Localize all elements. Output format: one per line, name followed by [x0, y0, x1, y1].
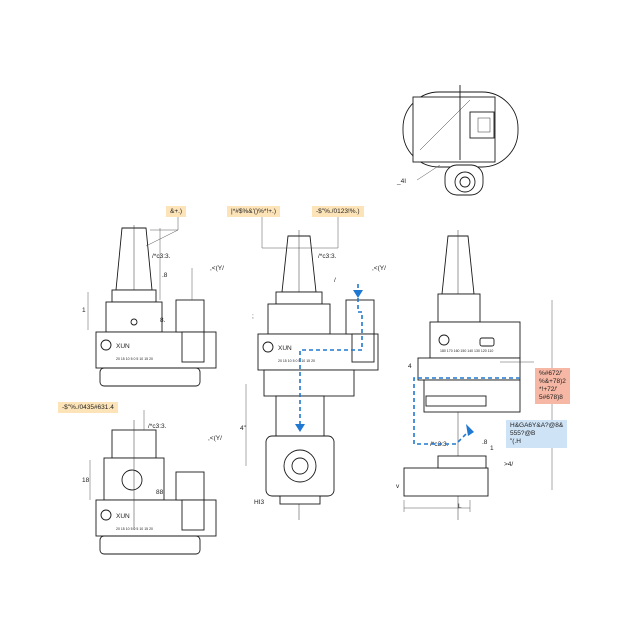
leader-line: [145, 229, 179, 247]
dim-label: 4: [408, 363, 412, 370]
brand-label: XUN: [116, 513, 130, 520]
unit-right: 4 /*c3:3. .8 1 >4/ v L 180 170 160 150 1…: [396, 230, 553, 520]
scale-label: 20 15 10 5 0 5 10 15 20: [278, 359, 315, 363]
dim-label: .8: [162, 272, 168, 279]
callout-tag-e: %#672/' %&+78)2 *!+72/' 5#678)8: [535, 368, 570, 404]
dim-label: .8: [482, 439, 488, 446]
dim-label: /*c3:3.: [318, 253, 337, 260]
dim-label: ,<(Y/: [372, 265, 386, 272]
dim-label: v: [396, 483, 400, 490]
callout-line: %&+78)2: [539, 378, 566, 385]
dim-label: ,<(Y/: [208, 435, 222, 442]
callout-tag-c: -$"%./0123!%.): [312, 206, 364, 217]
callout-tag-a: &+.): [166, 206, 187, 217]
dim-label: _4I: [396, 178, 406, 185]
unit-left-bottom: /*c3:3. ,<(Y/ 18 88 XUN 20 15 10 5 0 5 1…: [82, 410, 222, 555]
dim-label: /*c3:3.: [148, 423, 167, 430]
callout-line: %#672/': [539, 370, 563, 377]
scale-label: 20 15 10 5 0 5 10 15 20: [116, 357, 153, 361]
dim-label: 18: [82, 477, 90, 484]
callout-line: H&GA6Y&A?@8&: [510, 422, 564, 429]
callout-tag-b: |*#$%&'()%*!+.): [227, 206, 281, 217]
callout-line: "(.H: [510, 438, 521, 445]
dim-label: ,<(Y/: [210, 265, 224, 272]
dim-label: L: [458, 503, 462, 510]
callout-tag-f: H&GA6Y&A?@8& 555?@B "(.H: [506, 420, 568, 448]
dim-label: 4": [240, 425, 247, 432]
callout-line: 5#678)8: [539, 394, 563, 401]
dim-label: /*c3:3.: [152, 253, 171, 260]
scale-label: 180 170 160 150 140 130 120 110: [440, 349, 493, 353]
scale-label: 20 15 10 5 0 5 10 15 20: [116, 527, 153, 531]
unit-center: /*c3:3. ,<(Y/ / ; 4" HI3 XUN 20 15 10 5 …: [240, 210, 386, 520]
dim-label: 8.: [160, 317, 166, 324]
dim-label: /: [334, 277, 336, 284]
brand-label: XUN: [278, 345, 292, 352]
top-view: _4I: [396, 85, 519, 196]
dim-label: 1: [490, 445, 494, 452]
dim-label: 88: [156, 489, 164, 496]
brand-label: XUN: [116, 343, 130, 350]
dim-label: ;: [252, 313, 254, 320]
callout-tag-d: -$"%./0435#631.4: [58, 402, 118, 413]
dim-label: HI3: [254, 499, 265, 506]
callout-line: 555?@B: [510, 430, 536, 437]
callout-line: *!+72/': [539, 386, 558, 393]
dim-label: 1: [82, 307, 86, 314]
unit-left-top: /*c3:3. ,<(Y/ .8 8. 1 XUN 20 15 10 5 0 5…: [82, 206, 224, 387]
dim-label: >4/: [504, 461, 513, 468]
